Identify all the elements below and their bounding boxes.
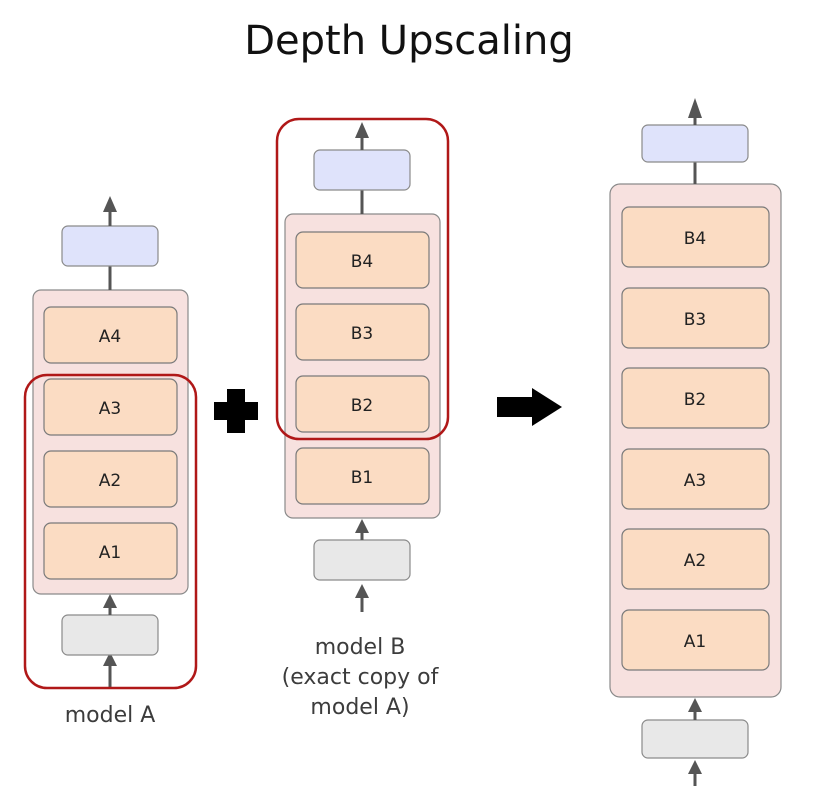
embedding-block <box>641 719 749 759</box>
layer-label: A2 <box>99 471 121 491</box>
layer-block: A2 <box>621 528 770 590</box>
layer-block: B3 <box>295 303 430 361</box>
arrow-head <box>355 122 369 138</box>
arrow-head <box>103 594 117 608</box>
output-head-block <box>61 225 159 267</box>
layer-label: B4 <box>684 229 706 249</box>
arrow-head <box>355 584 369 598</box>
layer-block: B1 <box>295 447 430 505</box>
layer-block: A2 <box>43 450 178 508</box>
right-arrow-icon <box>497 388 562 426</box>
layer-block: B2 <box>621 367 770 429</box>
layer-label: A3 <box>684 471 706 491</box>
layer-label: A3 <box>99 399 121 419</box>
arrow-head <box>688 98 702 118</box>
layer-label: A1 <box>684 632 706 652</box>
layer-label: A1 <box>99 543 121 563</box>
layer-label: B4 <box>351 252 373 272</box>
layer-label: B3 <box>684 310 706 330</box>
embedding-block <box>61 614 159 656</box>
output-head-block <box>313 149 411 191</box>
model-b: B4 B3 B2 B1 <box>275 117 450 612</box>
arrow-head <box>355 519 369 533</box>
embedding-block <box>313 539 411 581</box>
layer-label: A2 <box>684 551 706 571</box>
layer-block: A1 <box>621 609 770 671</box>
model-a-caption: model A <box>64 703 156 728</box>
layer-block: B2 <box>295 375 430 433</box>
model-b-caption-line-3: model A) <box>310 695 410 720</box>
layer-label: B2 <box>684 390 706 410</box>
layer-block: B4 <box>621 206 770 268</box>
model-b-caption-line-1: model B <box>314 635 406 660</box>
layer-label: B1 <box>351 468 373 488</box>
layer-block: A1 <box>43 522 178 580</box>
arrow-head <box>103 196 117 212</box>
highlight-box <box>23 373 198 690</box>
layer-block: A3 <box>43 378 178 436</box>
layer-block: B4 <box>295 231 430 289</box>
diagram-title: Depth Upscaling <box>244 18 574 64</box>
layer-label: A4 <box>99 327 121 347</box>
layer-block: A3 <box>621 448 770 510</box>
layer-label: B2 <box>351 396 373 416</box>
output-head-block <box>641 124 749 163</box>
arrow-head <box>688 698 702 712</box>
arrow-head <box>688 760 702 774</box>
plus-icon <box>214 389 258 433</box>
layer-label: B3 <box>351 324 373 344</box>
model-a: A4 A3 A2 A1 <box>23 196 198 690</box>
model-b-caption-line-2: (exact copy of <box>281 665 439 690</box>
upscaled-model: B4 B3 B2 A3 A2 A1 <box>609 98 782 786</box>
arrow-head <box>103 652 117 666</box>
layer-block: B3 <box>621 287 770 349</box>
highlight-box <box>275 117 450 441</box>
layer-block: A4 <box>43 306 178 364</box>
